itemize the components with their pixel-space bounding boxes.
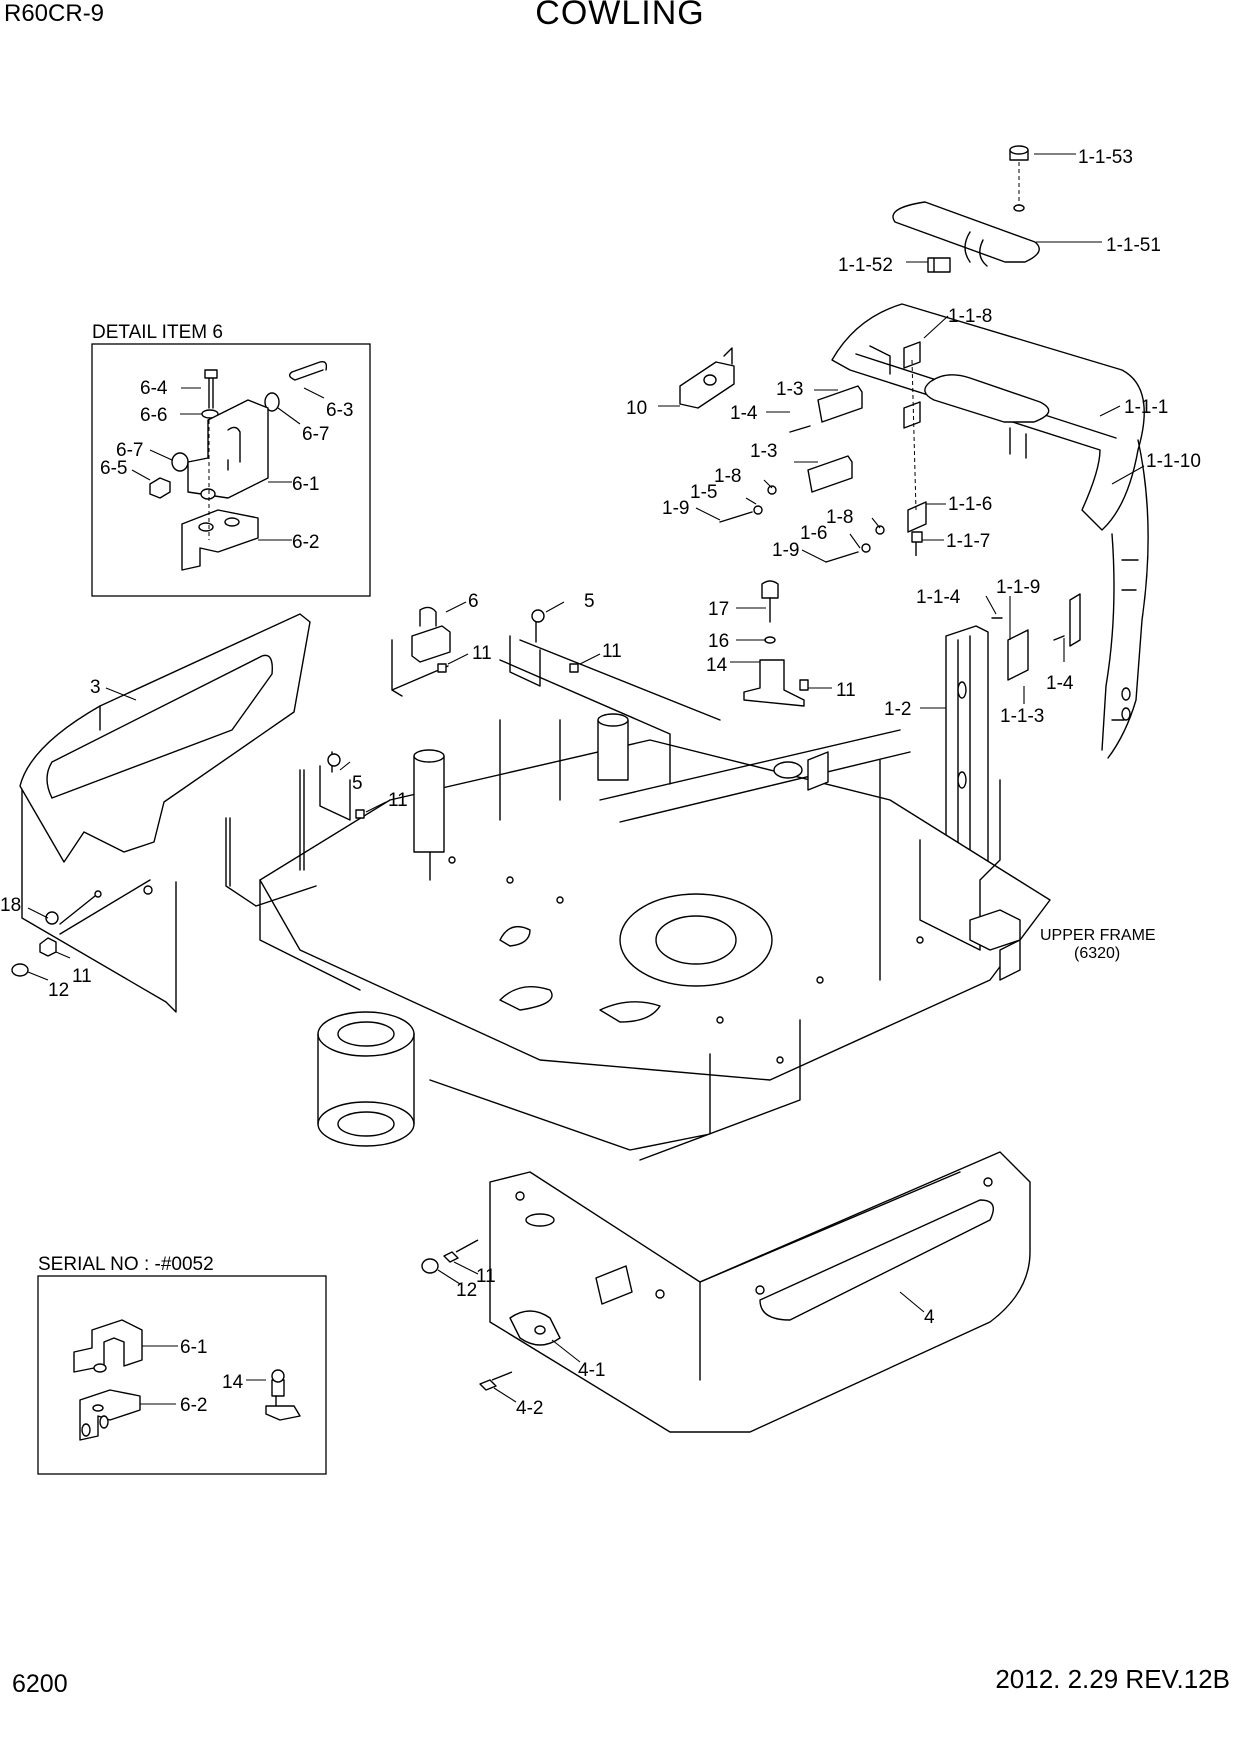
part-label: 1-1-1	[1124, 397, 1168, 418]
part-label: 1-3	[750, 441, 777, 462]
part-label: 1-8	[714, 466, 741, 487]
leader-lines	[27, 153, 1145, 1405]
part-label: 18	[0, 895, 21, 916]
part-label: 1-1-7	[946, 531, 990, 552]
part-label: 12	[48, 980, 69, 1001]
part-label: 1-5	[690, 482, 717, 503]
part-label: 11	[72, 966, 92, 987]
part-label: 11	[476, 1266, 496, 1287]
part-label: 1-1-9	[996, 577, 1040, 598]
part-label: 16	[708, 631, 729, 652]
part-label: 6-3	[326, 400, 353, 421]
part-label: 1-9	[772, 540, 799, 561]
part-label: 1-4	[1046, 673, 1074, 694]
serial-number-box: SERIAL NO : -#0052	[37, 1254, 327, 1475]
part-label: 11	[472, 643, 492, 664]
cowl-panel-3	[11, 613, 311, 1013]
part-labels: 1-1-53 1-1-51 1-1-52 1-1-8 1-1-1 1-1-10 …	[0, 147, 1201, 1419]
part-label: 1-1-4	[916, 587, 961, 608]
part-label: 6-1	[292, 474, 319, 495]
part-label: 6-1	[180, 1337, 207, 1358]
page-number: 6200	[12, 1670, 68, 1698]
part-label: 6-4	[140, 378, 168, 399]
part-label: 14	[706, 655, 728, 676]
part-label: 1-1-10	[1146, 451, 1201, 472]
latch-bracket-group	[743, 580, 809, 707]
pillar-assembly	[945, 593, 1081, 873]
part-label: 5	[584, 591, 595, 612]
part-label: 1-1-51	[1106, 235, 1161, 256]
upper-frame-reference: UPPER FRAME (6320)	[1040, 927, 1156, 962]
page-title: COWLING	[535, 0, 705, 32]
part-label: 10	[626, 398, 647, 419]
reference-line-2: (6320)	[1074, 945, 1120, 962]
part-label: 12	[456, 1280, 477, 1301]
part-label: 5	[352, 773, 363, 794]
part-label: 1-6	[800, 523, 827, 544]
part-label: 1-8	[826, 507, 853, 528]
part-label: 1-1-52	[838, 255, 893, 276]
part-label: 1-4	[730, 403, 758, 424]
part-label: 4	[924, 1307, 935, 1328]
part-label: 6-7	[302, 424, 329, 445]
part-label: 1-1-53	[1078, 147, 1133, 168]
revision-date: 2012. 2.29 REV.12B	[995, 1664, 1230, 1694]
part-label: 11	[388, 790, 408, 811]
part-label: 6-7	[116, 440, 143, 461]
part-label: 1-2	[884, 699, 911, 720]
serial-box-title: SERIAL NO : -#0052	[38, 1254, 214, 1275]
detail-item-6-box: DETAIL ITEM 6	[91, 322, 371, 597]
part-label: 3	[90, 677, 101, 698]
part-label: 6	[468, 591, 479, 612]
counterweight-4	[421, 1151, 1031, 1433]
part-label: 17	[708, 599, 729, 620]
part-label: 6-2	[180, 1395, 207, 1416]
part-label: 4-1	[578, 1360, 605, 1381]
model-number: R60CR-9	[4, 0, 105, 27]
part-label: 11	[836, 680, 856, 701]
top-cowling-assembly	[679, 145, 1149, 759]
part-label: 6-5	[100, 458, 127, 479]
part-label: 1-1-8	[948, 306, 992, 327]
part-label: 1-1-6	[948, 494, 992, 515]
upper-frame	[259, 639, 1051, 1161]
part-label: 14	[222, 1372, 244, 1393]
part-label: 1-9	[662, 498, 689, 519]
reference-line-1: UPPER FRAME	[1040, 927, 1156, 944]
part-label: 1-3	[776, 379, 803, 400]
part-label: 6-2	[292, 532, 319, 553]
part-label: 11	[602, 641, 622, 662]
detail-box-title: DETAIL ITEM 6	[92, 322, 223, 343]
part-label: 1-1-3	[1000, 706, 1044, 727]
part-label: 6-6	[140, 405, 167, 426]
part-label: 4-2	[516, 1398, 543, 1419]
mounting-brackets	[225, 606, 579, 907]
